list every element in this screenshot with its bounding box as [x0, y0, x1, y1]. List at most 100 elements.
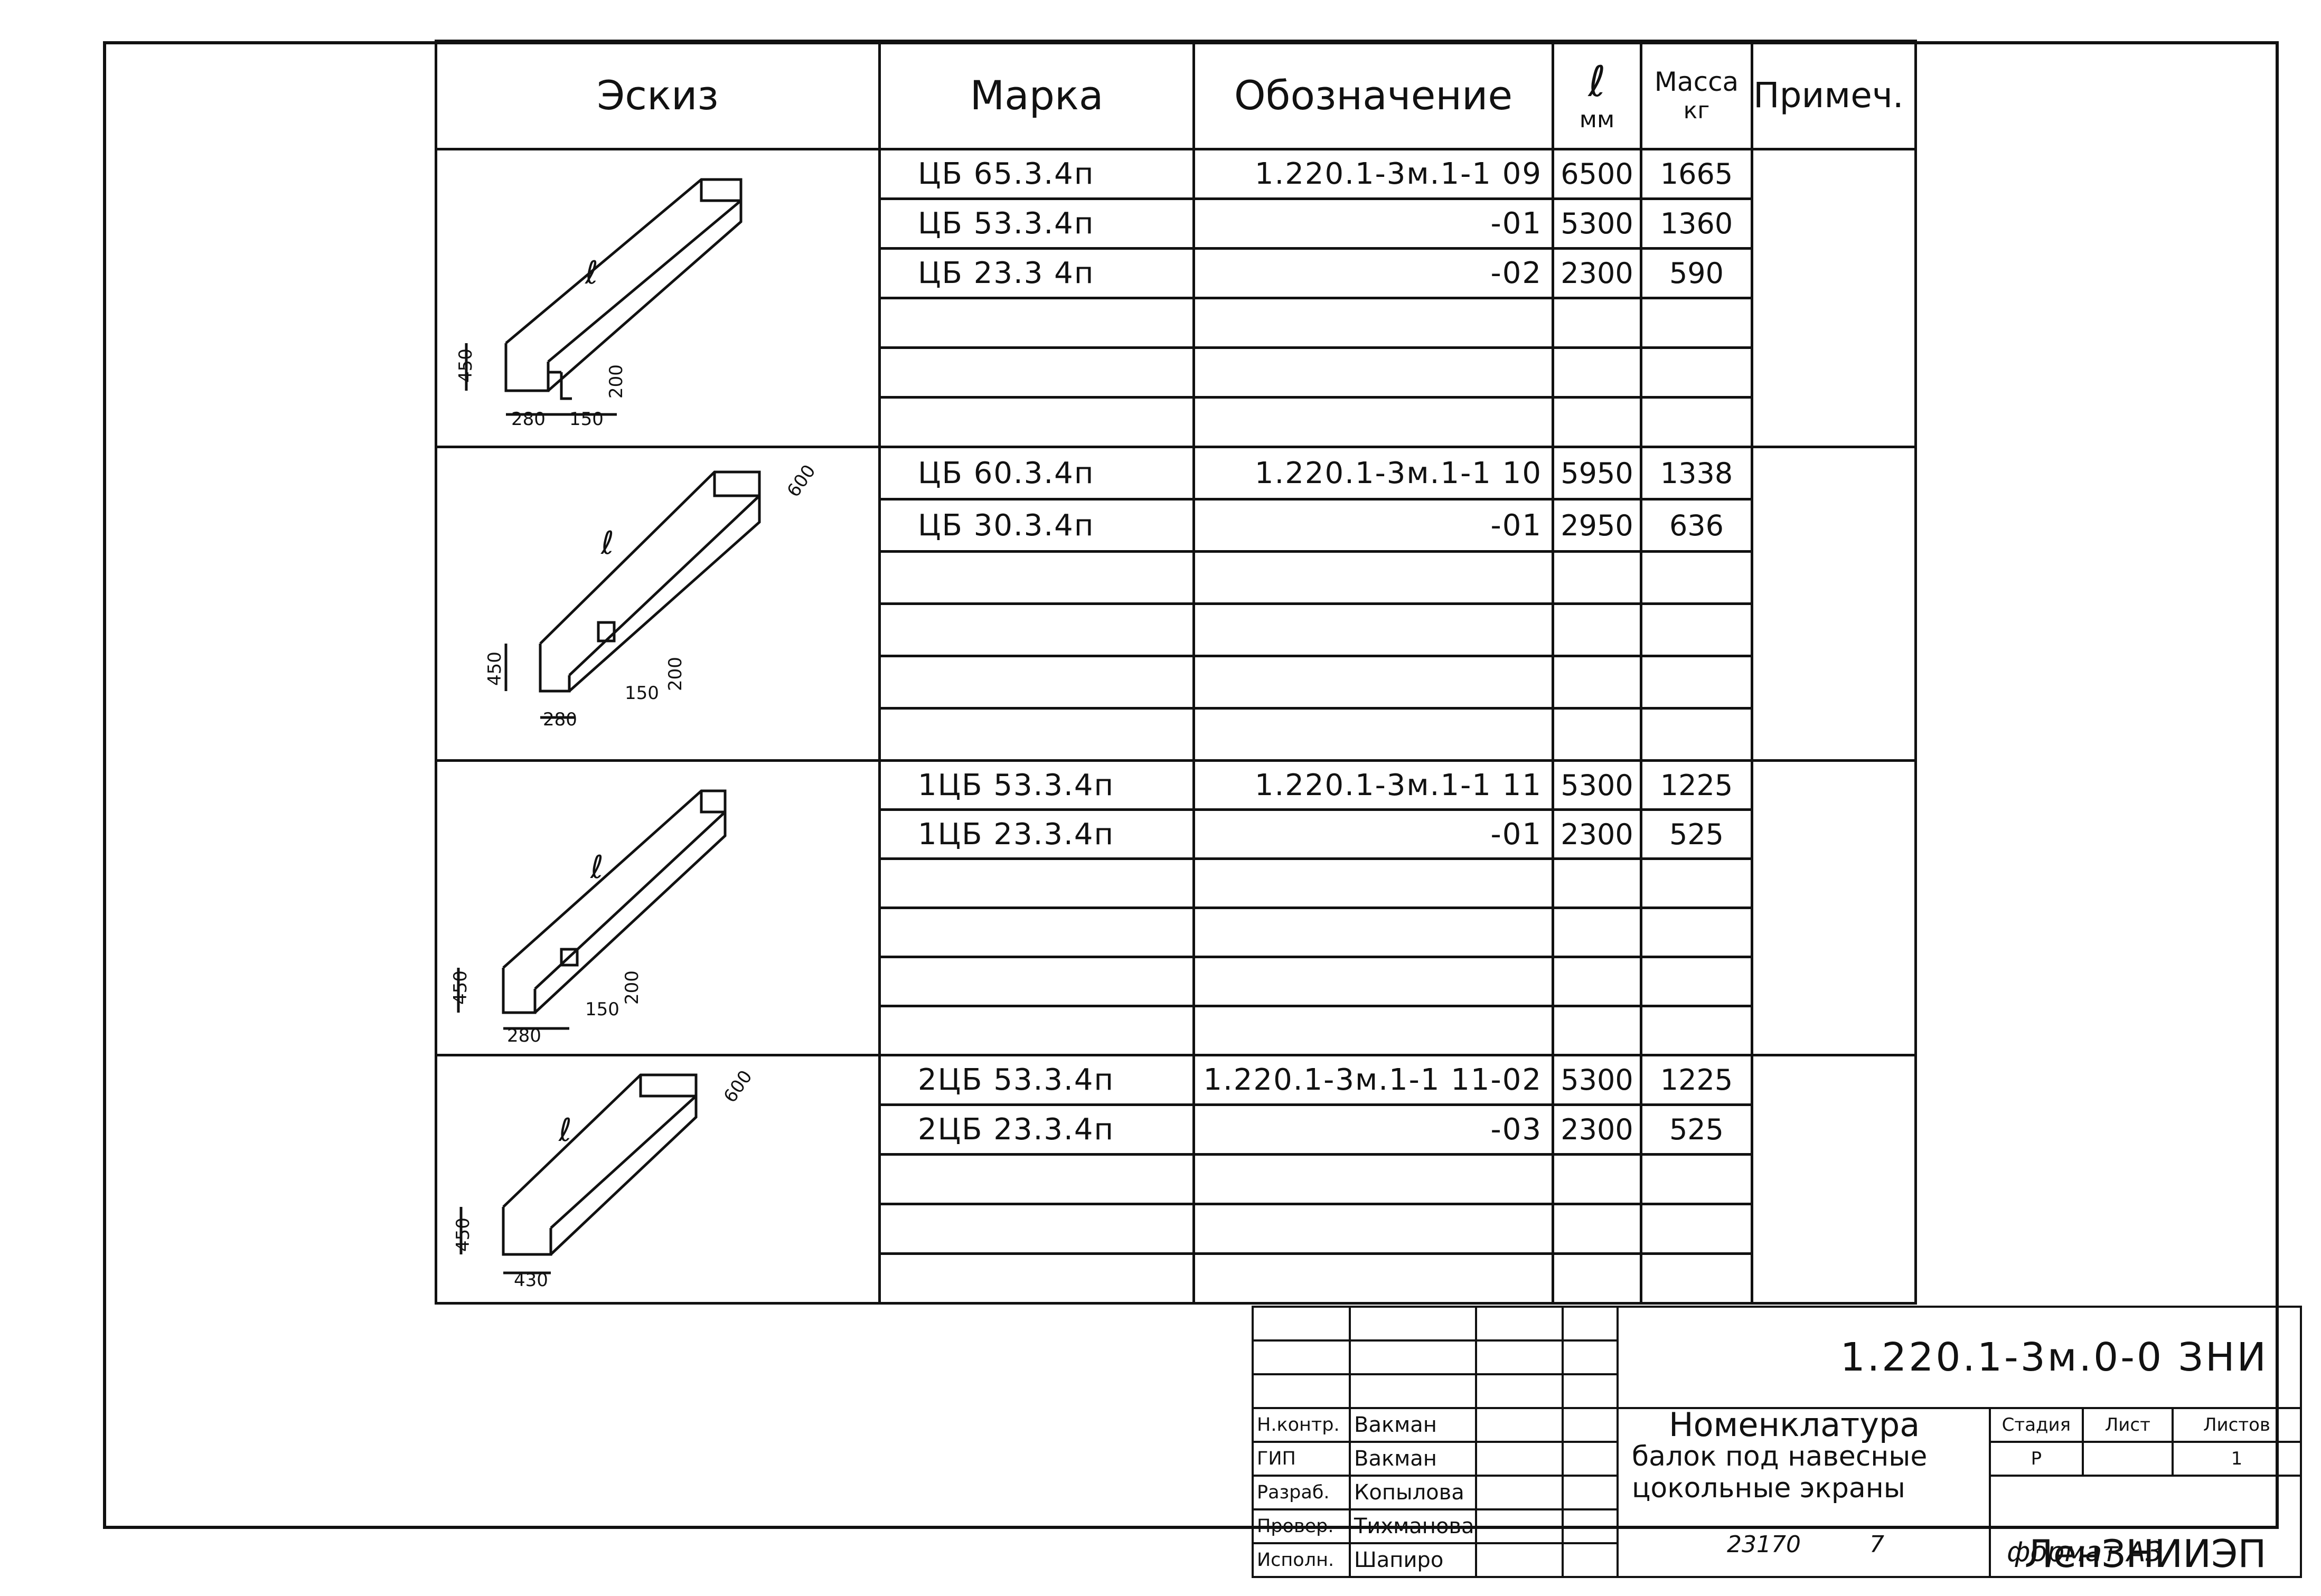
length-cell: 5950	[1552, 446, 1642, 500]
svg-text:ℓ: ℓ	[600, 525, 614, 562]
mass-cell: 525	[1640, 808, 1753, 860]
title-row	[1252, 1373, 2301, 1409]
svg-text:ℓ: ℓ	[558, 1112, 572, 1149]
stage-value: Р	[1989, 1441, 2084, 1477]
title-row: 1.220.1-3м.0-0 ЗНИ	[1252, 1306, 2302, 1409]
sheet-value	[2081, 1441, 2174, 1477]
table-row-empty	[436, 857, 1916, 909]
table-row: ℓ 450 280 150 200 1ЦБ 53.3.4п 1.220.1-3м…	[435, 759, 1917, 1056]
role-label: Провер.	[1252, 1508, 1351, 1544]
beam-sketch-2: ℓ 450 280 150 200 600	[484, 461, 820, 730]
table-row-empty	[436, 602, 1916, 657]
beam-sketch-3: ℓ 450 280 150 200	[450, 789, 727, 1046]
header-sketch: Эскиз	[435, 40, 881, 150]
designation-cell: 1.220.1-3м.1-1 10	[1192, 446, 1554, 500]
mark-cell: 1ЦБ 53.3.4п	[878, 759, 1195, 811]
person-name: Вакман	[1349, 1441, 1477, 1477]
svg-text:280: 280	[543, 709, 577, 730]
svg-text:450: 450	[484, 651, 505, 686]
svg-text:450: 450	[453, 1217, 474, 1252]
person-row: Н.контр. Вакман Номенклатура балок под н…	[1252, 1407, 2303, 1578]
table-row-empty	[436, 655, 1916, 710]
designation-cell: 1.220.1-3м.1-1 09	[1192, 148, 1554, 200]
length-unit: мм	[1579, 106, 1615, 133]
table-row-empty	[436, 707, 1916, 762]
mass-cell: 636	[1640, 498, 1753, 553]
sketch-beam-2: ℓ 450 280 150 200 600	[435, 446, 881, 762]
person-name: Тихманова	[1349, 1508, 1477, 1544]
note-cell	[1751, 1054, 1917, 1305]
mass-cell: 590	[1640, 247, 1753, 299]
table-row: ℓ 450 280 150 200 600 ЦБ 60.3.4п 1.220.1…	[435, 446, 1917, 762]
table-row-empty	[436, 1203, 1916, 1255]
table-row-empty	[436, 906, 1916, 958]
svg-text:280: 280	[511, 409, 546, 430]
person-name: Копылова	[1349, 1475, 1477, 1510]
mass-cell: 1225	[1640, 759, 1753, 811]
mark-cell: 1ЦБ 23.3.4п	[878, 808, 1195, 860]
mass-label: Масса	[1654, 66, 1739, 97]
mass-cell: 1225	[1640, 1054, 1753, 1106]
role-label: Исполн.	[1252, 1542, 1351, 1578]
mass-cell: 1665	[1640, 148, 1753, 200]
svg-text:200: 200	[606, 364, 627, 399]
document-code: 1.220.1-3м.0-0 ЗНИ	[1617, 1306, 2302, 1409]
svg-text:600: 600	[783, 461, 820, 501]
length-symbol: ℓ	[1588, 57, 1606, 106]
mass-cell: 1338	[1640, 446, 1753, 500]
designation-cell: 1.220.1-3м.1-1 11-02	[1192, 1054, 1554, 1106]
sketch-length-label: ℓ	[585, 254, 598, 291]
role-label: Н.контр.	[1252, 1407, 1351, 1443]
role-label: Разраб.	[1252, 1475, 1351, 1510]
header-mark: Марка	[878, 40, 1195, 150]
designation-cell: 1.220.1-3м.1-1 11	[1192, 759, 1554, 811]
designation-cell: -01	[1192, 808, 1554, 860]
header-designation: Обозначение	[1192, 40, 1554, 150]
svg-text:150: 150	[585, 999, 619, 1020]
note-cell	[1751, 446, 1917, 762]
sketch-beam-4: ℓ 450 430 600	[435, 1054, 881, 1305]
page-number: 7	[1869, 1531, 1884, 1558]
header-note: Примеч.	[1751, 40, 1917, 150]
mark-cell: 2ЦБ 53.3.4п	[878, 1054, 1195, 1106]
svg-text:ℓ: ℓ	[590, 849, 604, 886]
sketch-beam-3: ℓ 450 280 150 200	[435, 759, 881, 1056]
length-cell: 2300	[1552, 247, 1642, 299]
table-row-empty	[436, 1153, 1916, 1205]
sheets-label: Листов	[2171, 1407, 2303, 1443]
person-name: Вакман	[1349, 1407, 1477, 1443]
designation-cell: -01	[1192, 498, 1554, 553]
table-row-empty	[436, 297, 1916, 349]
mark-cell: ЦБ 60.3.4п	[878, 446, 1195, 500]
person-row: Разраб. Копылова ЛенЗНИИЭП	[1252, 1475, 2302, 1578]
svg-text:450: 450	[450, 970, 471, 1005]
table-row: ℓ 450 280 150 200 ЦБ 65.3.4п 1.220.1-3м.…	[435, 148, 1917, 448]
beam-sketch-4: ℓ 450 430 600	[453, 1066, 757, 1291]
table-row-empty	[436, 550, 1916, 605]
note-cell	[1751, 148, 1917, 448]
table-row: ℓ 450 430 600 2ЦБ 53.3.4п 1.220.1-3м.1-1…	[435, 1054, 1917, 1305]
svg-text:150: 150	[569, 409, 604, 430]
designation-cell: -02	[1192, 247, 1554, 299]
table-row-empty	[436, 1252, 1916, 1305]
organization: ЛенЗНИИЭП	[1989, 1475, 2302, 1578]
mass-cell: 1360	[1640, 197, 1753, 250]
sketch-beam-1: ℓ 450 280 150 200	[435, 148, 881, 448]
person-row: Провер. Тихманова	[1252, 1508, 2301, 1544]
mark-cell: ЦБ 30.3.4п	[878, 498, 1195, 553]
sheets-value: 1	[2171, 1441, 2303, 1477]
sheet-label: Лист	[2081, 1407, 2174, 1443]
stage-label: Стадия	[1989, 1407, 2084, 1443]
length-cell: 2950	[1552, 498, 1642, 553]
format-label: формат А3	[2007, 1536, 2163, 1568]
person-row: Исполн. Шапиро	[1252, 1542, 2301, 1578]
table-row-empty	[436, 1005, 1916, 1056]
name-line-2: балок под навесные	[1632, 1441, 1928, 1472]
